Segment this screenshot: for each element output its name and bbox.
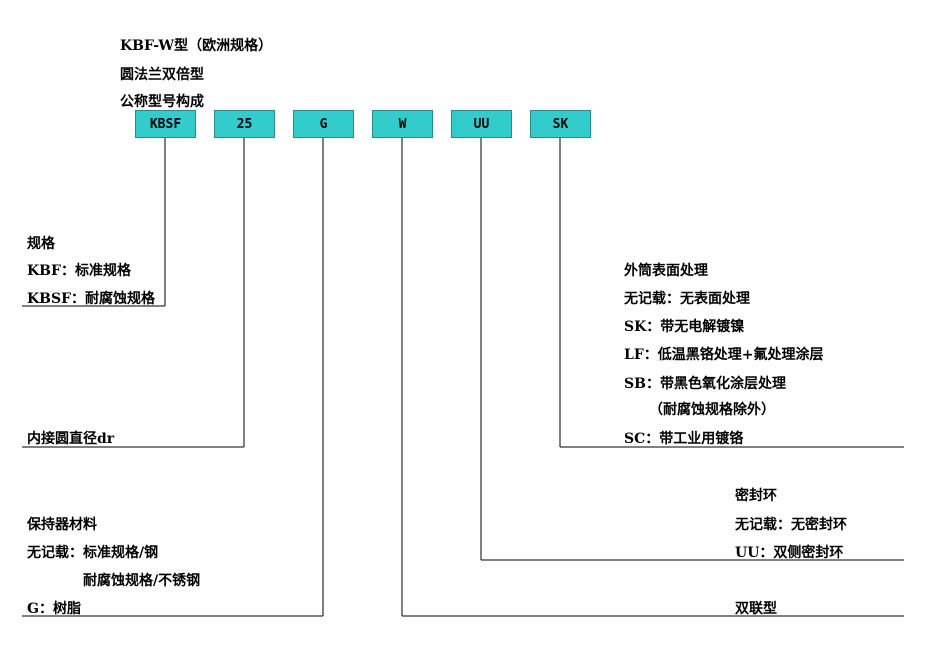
spec-item-corrosion: KBSF：耐腐蚀规格 — [27, 291, 156, 307]
retainer-item-stainless: 耐腐蚀规格/不锈钢 — [83, 573, 201, 589]
retainer-heading: 保持器材料 — [27, 517, 97, 533]
code-box-uu: UU — [451, 110, 512, 138]
surface-item-none: 无记载：无表面处理 — [624, 291, 750, 307]
retainer-item-standard: 无记载：标准规格/钢 — [27, 545, 159, 561]
double-label: 双联型 — [735, 601, 777, 617]
code-box-size: 25 — [214, 110, 275, 138]
code-box-w: W — [372, 110, 433, 138]
diameter-label: 内接圆直径dr — [27, 431, 115, 447]
code-box-sk: SK — [530, 110, 591, 138]
surface-heading: 外筒表面处理 — [624, 263, 708, 279]
header-line3: 公称型号构成 — [120, 94, 204, 110]
code-box-g: G — [293, 110, 354, 138]
header-line2: 圆法兰双倍型 — [120, 67, 204, 83]
spec-heading: 规格 — [27, 236, 55, 252]
surface-item-lf: LF：低温黑铬处理+氟处理涂层 — [624, 347, 824, 363]
surface-item-sb: SB：带黑色氧化涂层处理 — [624, 376, 786, 392]
seal-item-uu: UU：双侧密封环 — [735, 545, 844, 561]
spec-item-standard: KBF：标准规格 — [27, 263, 131, 279]
header-title: KBF-W型（欧洲规格） — [120, 38, 273, 54]
surface-item-sk: SK：带无电解镀镍 — [624, 319, 745, 335]
surface-item-sc: SC：带工业用镀铬 — [624, 431, 744, 447]
seal-item-none: 无记载：无密封环 — [735, 517, 847, 533]
surface-item-sb-note: （耐腐蚀规格除外） — [649, 402, 775, 418]
retainer-item-resin: G：树脂 — [27, 601, 81, 617]
code-box-kbsf: KBSF — [135, 110, 196, 138]
seal-heading: 密封环 — [735, 488, 777, 504]
